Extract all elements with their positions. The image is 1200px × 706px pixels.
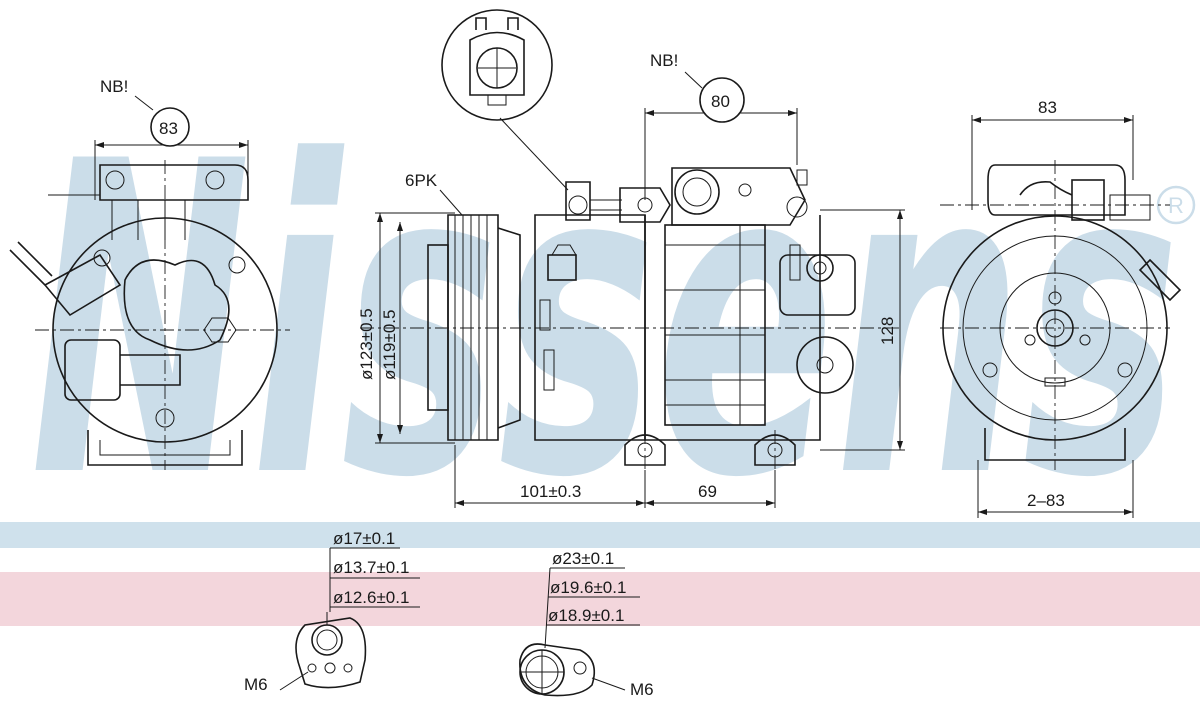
dim-right-width: 83	[1038, 98, 1057, 117]
port-right-thread: M6	[630, 680, 654, 699]
dim-left-width: 83	[159, 119, 178, 138]
right-view: 83 2–83	[940, 98, 1182, 518]
port-right-d1: ø23±0.1	[552, 549, 614, 568]
dim-height: 128	[878, 317, 897, 345]
dim-bolt-spacing: 2–83	[1027, 491, 1065, 510]
port-left-detail: ø17±0.1 ø13.7±0.1 ø12.6±0.1 M6	[244, 529, 420, 694]
dim-belt: 6PK	[405, 171, 438, 190]
dim-offset-b: 69	[698, 482, 717, 501]
dim-offset-a: 101±0.3	[520, 482, 581, 501]
note-nb-left: NB!	[100, 77, 128, 96]
port-left-thread: M6	[244, 675, 268, 694]
port-right-detail: ø23±0.1 ø19.6±0.1 ø18.9±0.1 M6	[519, 549, 654, 699]
watermark-brand: Nissens	[30, 72, 1180, 572]
port-left-d3: ø12.6±0.1	[333, 588, 409, 607]
left-view: 83 NB!	[9, 77, 290, 470]
registered-mark: R	[1168, 193, 1184, 218]
dim-mid-width: 80	[711, 92, 730, 111]
pink-band	[0, 572, 1200, 626]
dim-pulley-inner: ø119±0.5	[380, 310, 399, 380]
middle-view: 80 NB! 6PK ø123±0.5 ø119±0.5	[357, 9, 905, 508]
blue-band	[0, 522, 1200, 548]
port-left-d1: ø17±0.1	[333, 529, 395, 548]
port-left-d2: ø13.7±0.1	[333, 558, 409, 577]
port-right-d3: ø18.9±0.1	[548, 606, 624, 625]
dim-pulley-outer: ø123±0.5	[357, 308, 376, 380]
port-right-d2: ø19.6±0.1	[550, 578, 626, 597]
note-nb-mid: NB!	[650, 51, 678, 70]
